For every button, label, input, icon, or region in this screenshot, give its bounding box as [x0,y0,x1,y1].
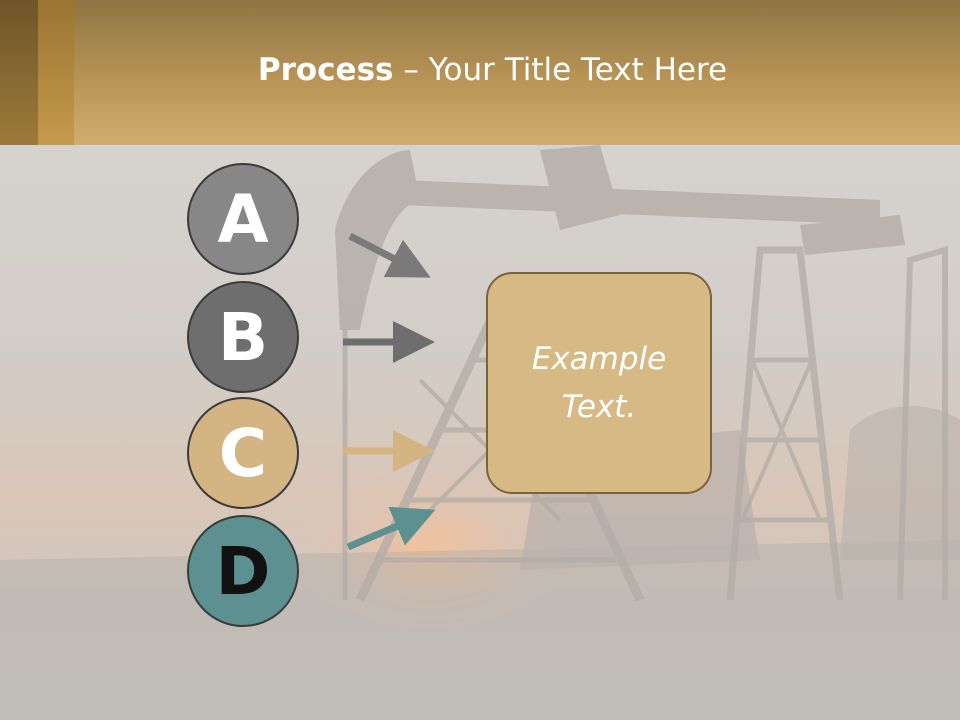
step-d-letter: D [215,532,271,610]
title-rest: – Your Title Text Here [393,52,728,88]
example-text-box: Example Text. [486,272,712,494]
title-banner [0,0,960,145]
arrow-a [348,232,431,278]
step-a-circle: A [187,163,299,275]
banner-accent-strip [0,0,38,145]
step-c-letter: C [218,414,268,492]
step-d-circle: D [187,515,299,627]
step-b-letter: B [217,298,269,376]
step-b-circle: B [187,281,299,393]
banner-accent-strip [38,0,74,145]
title-bold: Process [257,52,394,88]
step-a-letter: A [217,180,269,258]
slide-title: Process – Your Title Text Here [0,52,960,88]
step-c-circle: C [187,397,299,509]
arrow-d [346,506,436,551]
example-text: Example Text. [531,341,667,425]
